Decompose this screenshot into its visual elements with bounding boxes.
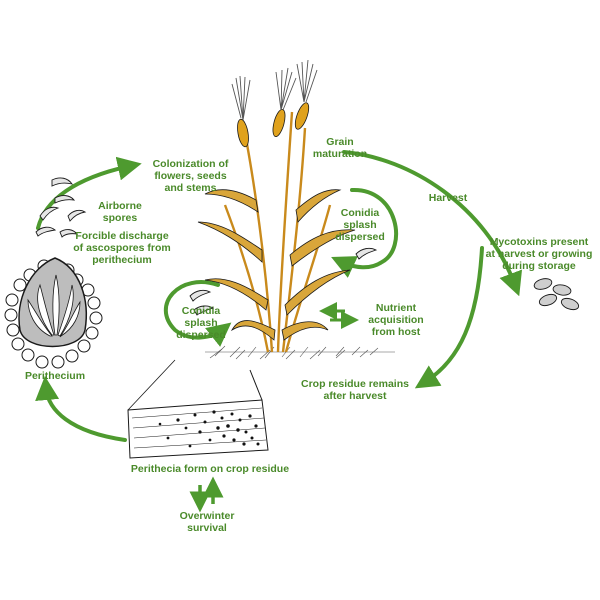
label-perithecia-form: Perithecia form on crop residue: [130, 463, 290, 475]
arrow-to-crop-residue: [414, 246, 484, 389]
conidia-icon: [189, 247, 378, 316]
arrow-conidia-left: [163, 280, 232, 347]
cycle-arrow-icon: [35, 150, 523, 442]
arrow-to-mycotoxins: [342, 150, 523, 297]
label-airborne-spores: Airborne spores: [98, 200, 142, 224]
label-crop-residue-remains: Crop residue remains after harvest: [301, 378, 409, 402]
ascospore-icon: [35, 177, 87, 238]
arrow-conidia-right: [331, 187, 398, 278]
crop-residue-icon: [127, 359, 269, 459]
label-conidia-right: Conidia splash dispersed: [335, 207, 385, 243]
grain-seeds-icon: [533, 278, 580, 311]
label-harvest: Harvest: [428, 192, 468, 204]
nutrient-exchange-icon: [319, 302, 359, 329]
perithecium-icon: [4, 257, 103, 369]
arrow-to-colonization: [36, 156, 142, 230]
label-grain-maturation: Grain maturation: [312, 136, 368, 160]
label-mycotoxins: Mycotoxins present at harvest or growing…: [485, 236, 593, 272]
wheat-plant-icon: [197, 59, 395, 360]
label-conidia-left: Conidia splash dispersed: [176, 305, 226, 341]
label-perithecium: Perithecium: [24, 370, 86, 382]
label-nutrient-acquisition: Nutrient acquisition from host: [368, 302, 424, 338]
arrow-to-perithecium: [35, 376, 127, 442]
label-forcible-discharge: Forcible discharge of ascospores from pe…: [73, 230, 171, 266]
overwinter-arrows-icon: [189, 476, 224, 513]
label-overwinter-survival: Overwinter survival: [179, 510, 235, 534]
label-colonization: Colonization of flowers, seeds and stems: [152, 158, 229, 194]
